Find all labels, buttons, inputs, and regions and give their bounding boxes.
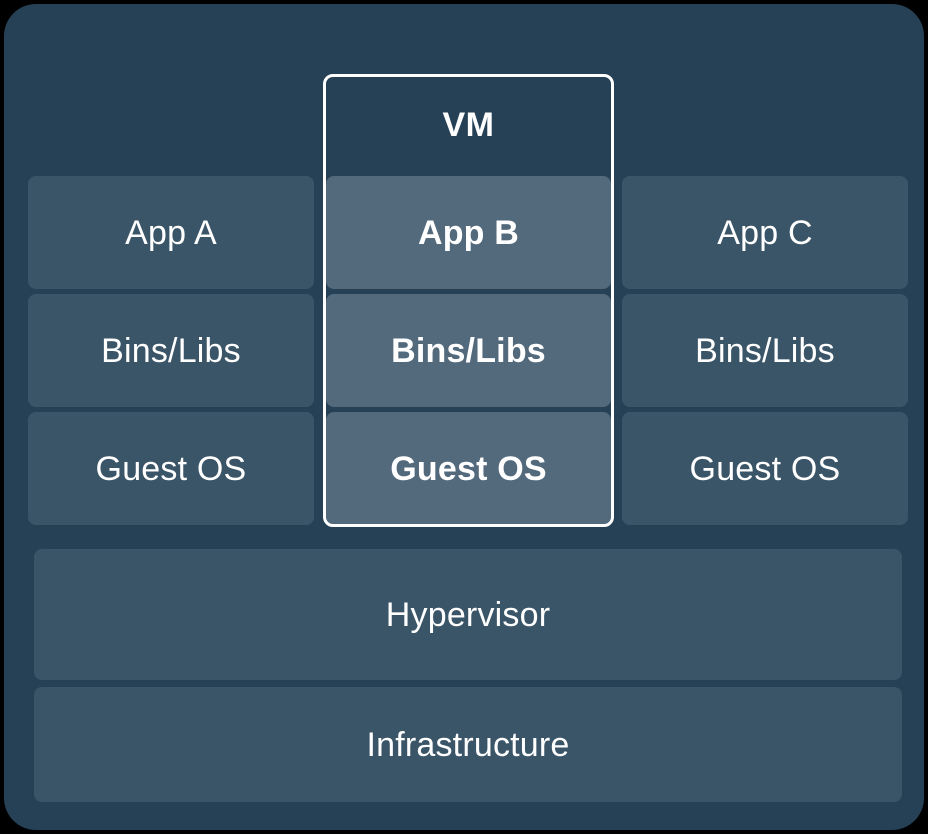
stack-cell-bins-libs-center[interactable]: Bins/Libs [326, 294, 611, 407]
stack-cell-app-b[interactable]: App B [326, 176, 611, 289]
diagram-card: VM App A Bins/Libs Guest OS App B Bins/L… [4, 4, 924, 830]
stack-cell-bins-libs-left[interactable]: Bins/Libs [28, 294, 314, 407]
stack-cell-app-a[interactable]: App A [28, 176, 314, 289]
layer-infrastructure[interactable]: Infrastructure [34, 687, 902, 802]
stack-cell-guest-os-center[interactable]: Guest OS [326, 412, 611, 525]
stack-cell-guest-os-left[interactable]: Guest OS [28, 412, 314, 525]
stack-cell-bins-libs-right[interactable]: Bins/Libs [622, 294, 908, 407]
vm-group-label: VM [442, 106, 495, 144]
stack-cell-guest-os-right[interactable]: Guest OS [622, 412, 908, 525]
layer-hypervisor[interactable]: Hypervisor [34, 549, 902, 680]
stack-cell-app-c[interactable]: App C [622, 176, 908, 289]
